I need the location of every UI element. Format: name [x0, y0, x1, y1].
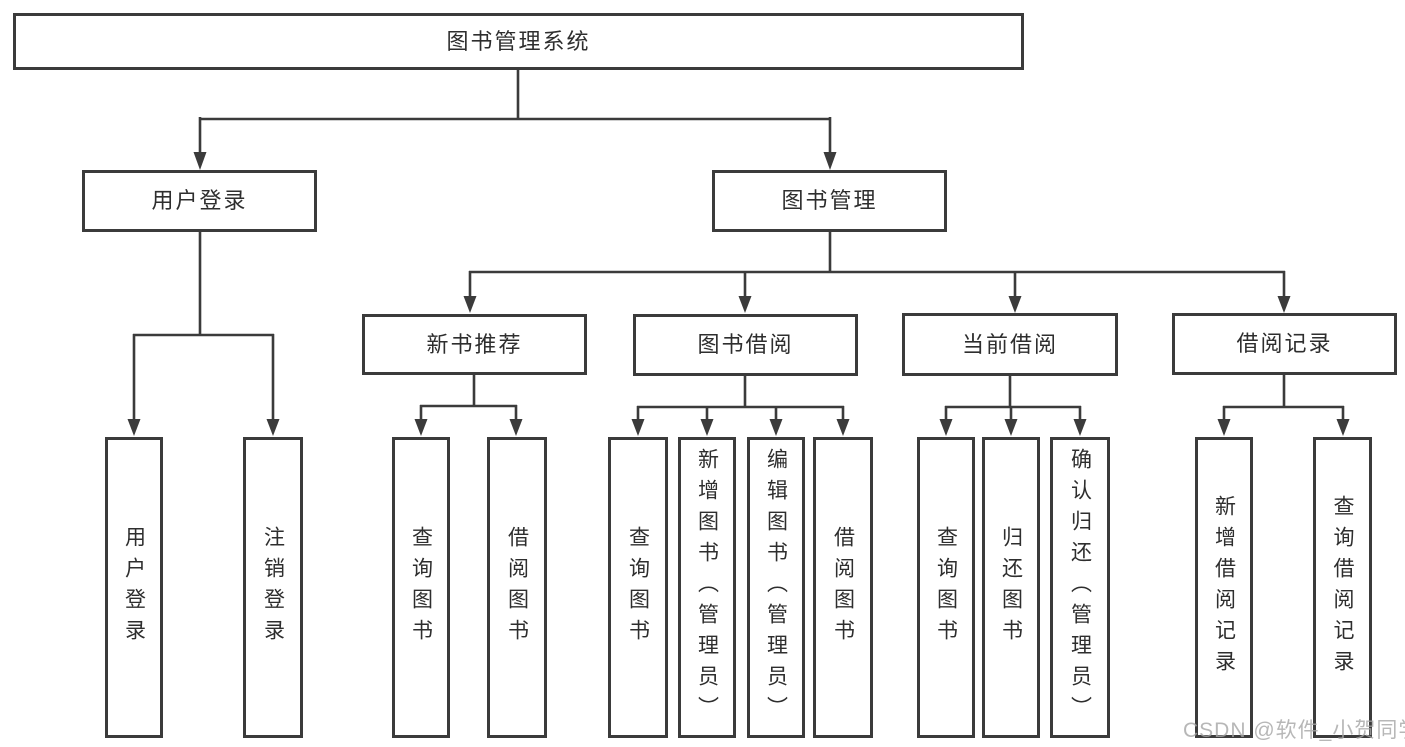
arrowhead-icon — [631, 419, 645, 436]
node-label: 图书管理 — [781, 188, 878, 213]
connector-new-book-group — [414, 375, 523, 436]
leaf-label: 借阅图书 — [831, 525, 855, 650]
leaf-label: 新增借阅记录 — [1212, 494, 1236, 681]
node-label: 当前借阅 — [961, 331, 1058, 357]
node-label: 用户登录 — [151, 188, 248, 213]
leaf-label: 用户登录 — [122, 525, 146, 650]
connector-book-management-group — [463, 232, 1291, 313]
leaf-label: 编辑图书（管理员） — [764, 448, 788, 727]
node-label: 图书借阅 — [697, 332, 794, 357]
connector-borrow-records-group — [1217, 375, 1350, 436]
connector-book-borrow-group — [631, 376, 850, 436]
watermark: CSDN @软件_小贺同学 — [1183, 719, 1405, 742]
node-root-label: 图书管理系统 — [446, 28, 591, 54]
leaf-label: 借阅图书 — [505, 525, 529, 650]
leaf-user-login: 用户登录 — [105, 437, 163, 738]
arrowhead-icon — [1217, 419, 1231, 436]
leaf-label: 查询图书 — [934, 525, 958, 650]
node-book-borrow: 图书借阅 — [633, 314, 858, 376]
node-label: 新书推荐 — [426, 331, 523, 357]
node-new-book-recommend: 新书推荐 — [362, 314, 587, 375]
leaf-label: 归还图书 — [999, 525, 1023, 650]
node-borrow-records: 借阅记录 — [1172, 313, 1397, 375]
leaf-query-books-current: 查询图书 — [917, 437, 975, 738]
connector-root-to-level2 — [193, 70, 837, 170]
leaf-label: 查询图书 — [626, 525, 650, 650]
leaf-label: 查询借阅记录 — [1331, 494, 1354, 681]
leaf-borrow-books-recommend: 借阅图书 — [487, 437, 547, 738]
arrowhead-icon — [836, 419, 850, 436]
leaf-confirm-return-admin: 确认归还（管理员） — [1050, 437, 1110, 738]
arrowhead-icon — [823, 152, 837, 170]
arrowhead-icon — [700, 419, 714, 436]
arrowhead-icon — [738, 296, 752, 313]
arrowhead-icon — [127, 419, 141, 436]
node-current-borrow: 当前借阅 — [902, 313, 1118, 376]
node-user-login: 用户登录 — [82, 170, 317, 232]
arrowhead-icon — [414, 419, 428, 436]
leaf-query-books-borrow: 查询图书 — [608, 437, 668, 738]
leaf-edit-books-admin: 编辑图书（管理员） — [747, 437, 805, 738]
node-book-management: 图书管理 — [712, 170, 947, 232]
node-root: 图书管理系统 — [13, 13, 1024, 70]
leaf-label: 确认归还（管理员） — [1068, 448, 1092, 727]
leaf-add-borrow-record: 新增借阅记录 — [1195, 437, 1253, 738]
arrowhead-icon — [1277, 296, 1291, 313]
arrowhead-icon — [1073, 419, 1087, 436]
leaf-label: 注销登录 — [261, 525, 285, 650]
connector-user-login-group — [127, 232, 280, 436]
leaf-logout: 注销登录 — [243, 437, 303, 738]
arrowhead-icon — [939, 419, 953, 436]
arrowhead-icon — [1004, 419, 1018, 436]
arrowhead-icon — [1008, 296, 1022, 313]
arrowhead-icon — [509, 419, 523, 436]
node-label: 借阅记录 — [1236, 331, 1333, 356]
arrowhead-icon — [266, 419, 280, 436]
arrowhead-icon — [463, 296, 477, 313]
leaf-label: 新增图书（管理员） — [695, 448, 719, 727]
leaf-label: 查询图书 — [409, 525, 433, 650]
leaf-return-books: 归还图书 — [982, 437, 1040, 738]
leaf-query-borrow-record: 查询借阅记录 — [1313, 437, 1372, 738]
arrowhead-icon — [193, 152, 207, 170]
leaf-add-books-admin: 新增图书（管理员） — [678, 437, 736, 738]
leaf-query-books-recommend: 查询图书 — [392, 437, 450, 738]
arrowhead-icon — [769, 419, 783, 436]
arrowhead-icon — [1336, 419, 1350, 436]
leaf-borrow-books: 借阅图书 — [813, 437, 873, 738]
connector-current-borrow-group — [939, 376, 1087, 436]
